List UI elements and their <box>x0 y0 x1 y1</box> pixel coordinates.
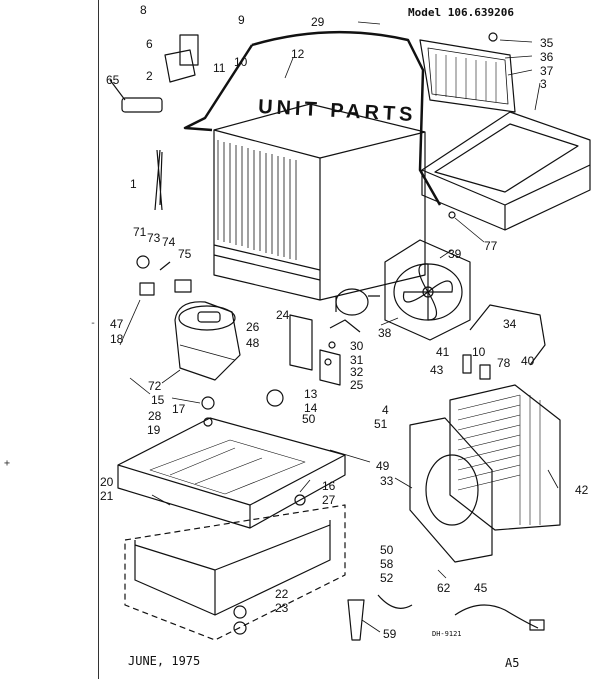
callout-label: 52 <box>380 571 394 585</box>
washer-28 <box>203 417 213 427</box>
callout-label: 45 <box>474 581 488 595</box>
foot-23 <box>233 621 247 635</box>
power-cord <box>454 604 539 629</box>
drain-pan <box>421 111 591 231</box>
fan-shroud <box>409 417 493 563</box>
callout-label: 41 <box>436 345 450 359</box>
callout-label: 10 <box>234 55 248 69</box>
callout-label: 65 <box>106 73 120 87</box>
callout-label: 32 <box>350 365 364 379</box>
footer-page-code: A5 <box>505 656 520 670</box>
drawing-number: DH-9121 <box>432 630 462 638</box>
callout-label: 11 <box>213 61 226 75</box>
callout-label: 77 <box>484 239 498 253</box>
callout-label: 49 <box>376 459 390 473</box>
mounting-frame <box>124 504 346 641</box>
callout-label: 50 <box>302 412 316 426</box>
foot-22 <box>233 605 247 619</box>
callout-label: 1 <box>130 177 137 191</box>
control-group-top <box>109 34 199 113</box>
callout-label: 14 <box>304 401 318 415</box>
callout-label: 71 <box>133 225 147 239</box>
callout-label: 51 <box>374 417 388 431</box>
condenser-fan <box>384 239 471 341</box>
callout-label: 38 <box>378 326 392 340</box>
callout-label: 74 <box>162 235 176 249</box>
callout-label: 13 <box>304 387 318 401</box>
callout-label: 48 <box>246 336 260 350</box>
callout-label: 4 <box>382 403 389 417</box>
callout-label: 78 <box>497 356 511 370</box>
callout-label: 17 <box>172 402 186 416</box>
callout-label: 33 <box>380 474 394 488</box>
callout-label: 25 <box>350 378 364 392</box>
callout-label: 59 <box>383 627 397 641</box>
motor-bracket <box>289 314 341 386</box>
fan-motor <box>329 288 380 333</box>
cabinet-group-outline <box>183 30 442 206</box>
callout-label: 43 <box>430 363 444 377</box>
callout-label: 36 <box>540 50 554 64</box>
callout-label: 16 <box>322 479 336 493</box>
callout-label: 27 <box>322 493 336 507</box>
callout-label: 2 <box>146 69 153 83</box>
relay-group <box>136 255 192 296</box>
callout-label: 31 <box>350 353 364 367</box>
callout-label: 28 <box>148 409 162 423</box>
drier-tube <box>469 304 546 366</box>
callout-label: 8 <box>140 3 147 17</box>
callout-label: 40 <box>521 354 535 368</box>
callout-label: 22 <box>275 587 289 601</box>
callout-label: 26 <box>246 320 260 334</box>
callout-label: 21 <box>100 489 114 503</box>
wiring-harness-1 <box>154 149 163 211</box>
callout-label: 12 <box>291 47 305 61</box>
callout-label: 30 <box>350 339 364 353</box>
condenser-coil <box>449 384 561 531</box>
screw-77 <box>448 211 456 219</box>
callout-label: 35 <box>540 36 554 50</box>
part-59 <box>347 599 365 641</box>
callout-label: 23 <box>275 601 289 615</box>
callout-label: 9 <box>238 13 245 27</box>
callout-label: 18 <box>110 332 124 346</box>
callout-label: 39 <box>448 247 462 261</box>
callout-label: 42 <box>575 483 589 497</box>
callout-label: 58 <box>380 557 394 571</box>
callout-label: 15 <box>151 393 165 407</box>
callout-label: 75 <box>178 247 192 261</box>
callout-label: 6 <box>146 37 153 51</box>
callout-label: 19 <box>147 423 161 437</box>
plug <box>529 619 545 631</box>
part-14 <box>266 389 284 407</box>
model-number: Model 106.639206 <box>408 6 514 19</box>
callout-label: 10 <box>472 345 486 359</box>
compressor <box>174 301 241 381</box>
callout-label: 73 <box>147 231 161 245</box>
callout-label: 29 <box>311 15 325 29</box>
margin-tick-mark: - <box>90 318 97 329</box>
callout-label: 62 <box>437 581 451 595</box>
callout-label: 24 <box>276 308 290 322</box>
callout-label: 72 <box>148 379 162 393</box>
part-78 <box>479 364 491 380</box>
callout-label: 47 <box>110 317 124 331</box>
isolator-17 <box>201 396 215 410</box>
drier-41 <box>462 354 472 374</box>
callout-label: 34 <box>503 317 517 331</box>
margin-plus-mark: + <box>4 458 11 469</box>
callout-label: 20 <box>100 475 114 489</box>
callout-label: 3 <box>540 77 547 91</box>
cabinet-shell <box>213 103 426 301</box>
left-margin-rule <box>98 0 99 679</box>
leader-lines <box>119 21 559 633</box>
callout-label: 37 <box>540 64 554 78</box>
rear-coil-panel <box>419 32 516 113</box>
wiring-52 <box>377 594 413 609</box>
washer-16 <box>294 494 306 506</box>
callout-label: 50 <box>380 543 394 557</box>
footer-date: JUNE, 1975 <box>128 654 201 668</box>
